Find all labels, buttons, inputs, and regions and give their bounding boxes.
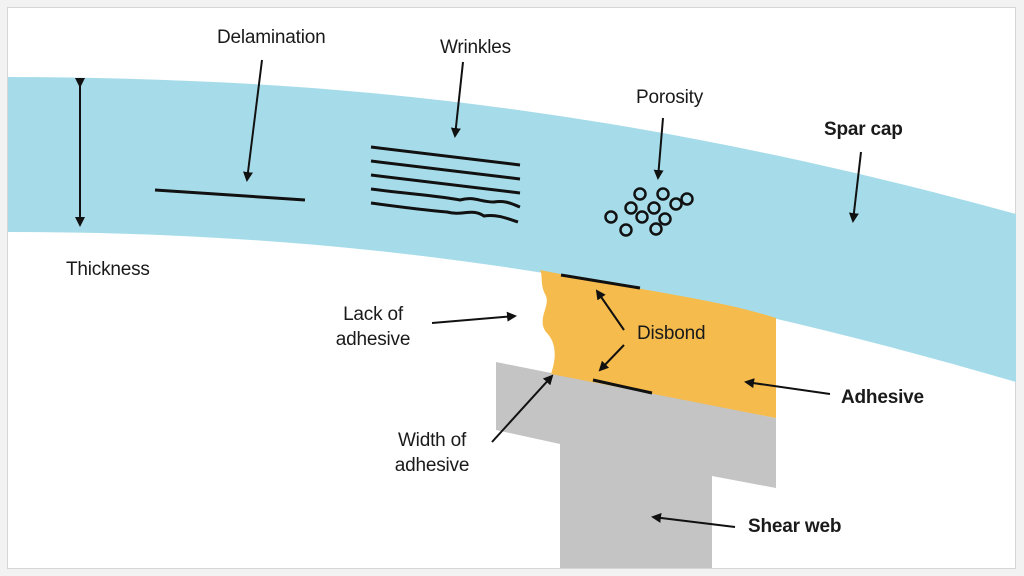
- lack-of-adhesive-arrow: [431, 311, 517, 324]
- shear-web-arrow: [651, 513, 736, 528]
- disbond-arrow-up: [595, 289, 625, 331]
- width-of-adhesive-label-line1: Width of: [397, 430, 467, 451]
- width-of-adhesive-arrow: [491, 374, 554, 443]
- shear-web-label: Shear web: [748, 516, 842, 537]
- disbond-label: Disbond: [637, 323, 706, 344]
- wrinkle-lines: [370, 145, 521, 224]
- disbond-arrow-down: [598, 344, 625, 372]
- lack-of-adhesive-label-line2: adhesive: [335, 329, 411, 350]
- delamination-arrow: [243, 59, 263, 182]
- spar-cap-arrow: [848, 151, 862, 223]
- lack-of-adhesive-label-line1: Lack of: [343, 304, 403, 325]
- porosity-arrow: [653, 117, 664, 180]
- shear-web-shape: [496, 362, 776, 568]
- wrinkles-label: Wrinkles: [440, 37, 511, 58]
- disbond-line-bottom: [592, 378, 653, 395]
- spar-cap-shape: [8, 77, 1016, 382]
- lack-of-adhesive-label: Lack of adhesive: [333, 304, 413, 351]
- disbond-line-top: [560, 273, 641, 290]
- delamination-label: Delamination: [217, 27, 326, 48]
- wrinkles-arrow: [450, 61, 464, 138]
- width-of-adhesive-label-line2: adhesive: [394, 455, 470, 476]
- adhesive-label: Adhesive: [841, 387, 924, 408]
- adhesive-arrow: [744, 378, 831, 395]
- porosity-pores: [604, 187, 694, 237]
- delamination-line: [154, 188, 306, 202]
- width-of-adhesive-label: Width of adhesive: [387, 430, 477, 477]
- spar-cap-label: Spar cap: [824, 119, 903, 140]
- thickness-label: Thickness: [66, 259, 150, 280]
- porosity-label: Porosity: [636, 87, 704, 108]
